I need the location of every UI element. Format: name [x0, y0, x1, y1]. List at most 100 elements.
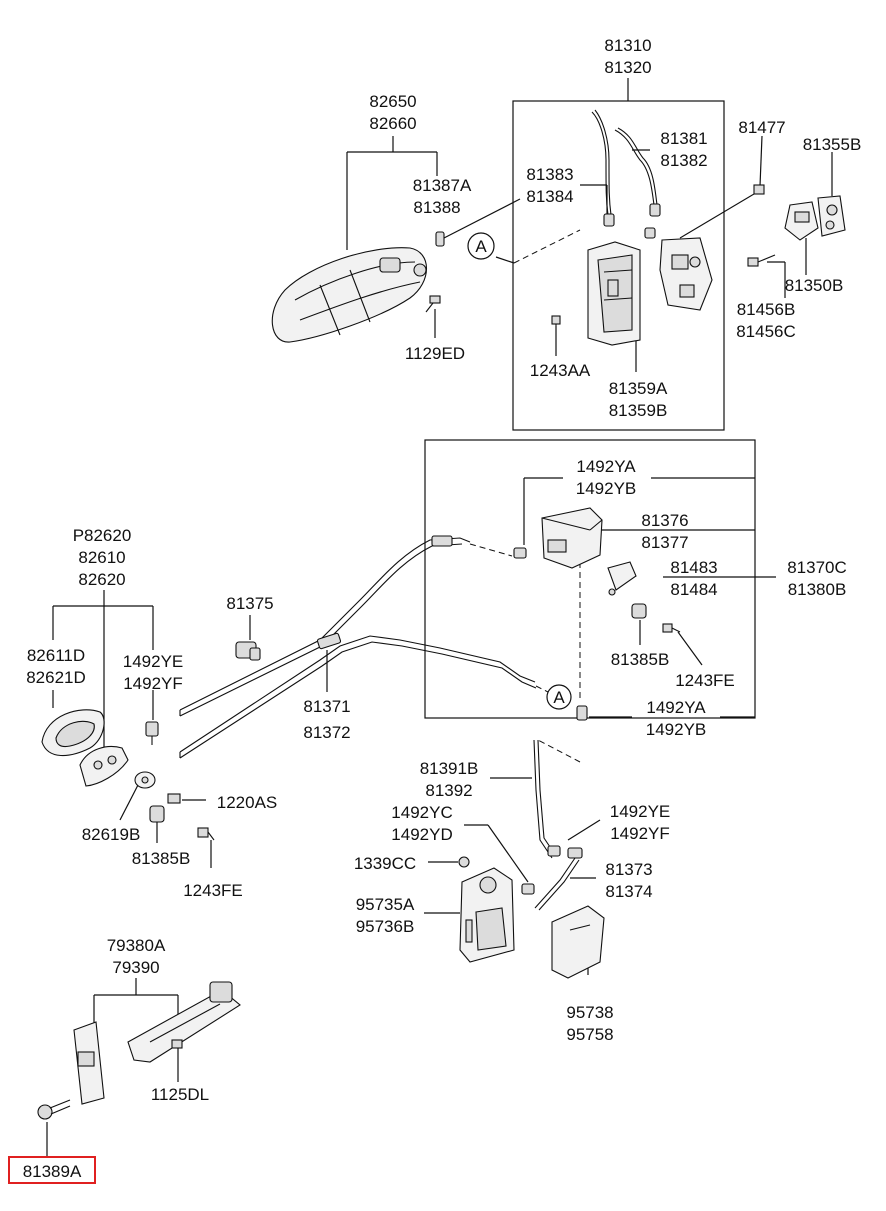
- inside-handle-bezel: [41, 709, 105, 757]
- label-marker-a-bottom: A: [553, 688, 565, 707]
- label-81320: 81320: [604, 58, 651, 77]
- rod-dash-1: [469, 543, 513, 557]
- label-79380a: 79380A: [107, 936, 166, 955]
- label-81374: 81374: [605, 882, 652, 901]
- connector-marker-a-bottom: [546, 684, 572, 710]
- lock-actuator: [659, 237, 713, 311]
- label-marker-a-top: A: [475, 237, 487, 256]
- label-82611d: 82611D: [27, 646, 85, 665]
- striker-81355b: [817, 195, 846, 237]
- label-81384: 81384: [526, 187, 573, 206]
- label-81382: 81382: [660, 151, 707, 170]
- label-1243fe-left: 1243FE: [183, 881, 243, 900]
- label-81381: 81381: [660, 129, 707, 148]
- label-81310: 81310: [604, 36, 651, 55]
- label-82619b: 82619B: [82, 825, 141, 844]
- washer-82619b: [134, 771, 156, 789]
- label-1492yf-left: 1492YF: [123, 674, 183, 693]
- label-81387a: 81387A: [413, 176, 472, 195]
- lock-rods-81371: [179, 535, 537, 759]
- label-81359b: 81359B: [609, 401, 668, 420]
- label-1339cc: 1339CC: [354, 854, 416, 873]
- highlight-box-81389a: [8, 1156, 96, 1184]
- bushing-81385b: [631, 603, 647, 619]
- bolt-81389a: [37, 1099, 71, 1120]
- label-82610: 82610: [78, 548, 125, 567]
- nut-1339cc: [458, 856, 470, 868]
- latch-95735a: [459, 867, 515, 963]
- label-81477: 81477: [738, 118, 785, 137]
- clip-1492ya-lower: [576, 705, 588, 721]
- label-1492yb-bottom: 1492YB: [646, 720, 707, 739]
- label-81371: 81371: [303, 697, 350, 716]
- label-82620: 82620: [78, 570, 125, 589]
- latch-group-frame: [512, 100, 725, 431]
- screw-1220as: [167, 793, 181, 804]
- label-1220as: 1220AS: [217, 793, 278, 812]
- label-81373: 81373: [605, 860, 652, 879]
- label-81391b: 81391B: [420, 759, 479, 778]
- clip-1492yc: [521, 883, 535, 895]
- label-81388: 81388: [413, 198, 460, 217]
- label-95738: 95738: [566, 1003, 613, 1022]
- label-95736b: 95736B: [356, 917, 415, 936]
- label-1492ya-bottom: 1492YA: [646, 698, 706, 717]
- label-1243fe-right: 1243FE: [675, 671, 735, 690]
- rod-clip-81375: [235, 641, 261, 661]
- rod-81391b: [533, 739, 561, 859]
- rod-dash-4: [537, 739, 581, 763]
- screw-1243aa: [551, 315, 561, 326]
- label-1492yd: 1492YD: [391, 825, 452, 844]
- label-79390: 79390: [112, 958, 159, 977]
- label-1492yf-right: 1492YF: [610, 824, 670, 843]
- screw-1243fe-left: [197, 827, 215, 841]
- label-1492ya-top: 1492YA: [576, 457, 636, 476]
- clip-1492ye-left: [145, 721, 159, 745]
- screw-81477: [679, 184, 765, 239]
- label-81484: 81484: [670, 580, 717, 599]
- connector-marker-a-top: [467, 232, 495, 260]
- label-81350b: 81350B: [785, 276, 844, 295]
- label-81372: 81372: [303, 723, 350, 742]
- bracket-81350b: [784, 201, 819, 241]
- label-1243aa: 1243AA: [530, 361, 591, 380]
- label-1492ye-right: 1492YE: [610, 802, 671, 821]
- part-labels: 81310 81320 82650 82660 81381 81382 8147…: [23, 36, 862, 1181]
- outside-handle: [271, 247, 427, 343]
- label-81383: 81383: [526, 165, 573, 184]
- inside-handle-82610: [79, 746, 129, 787]
- label-82650: 82650: [369, 92, 416, 111]
- door-latch-assembly: [587, 241, 641, 346]
- label-1125dl: 1125DL: [151, 1085, 209, 1104]
- label-81389a: 81389A: [23, 1162, 82, 1181]
- label-81380b: 81380B: [788, 580, 847, 599]
- screw-1243fe-right: [662, 623, 681, 633]
- label-81392: 81392: [425, 781, 472, 800]
- label-82660: 82660: [369, 114, 416, 133]
- label-1492ye-left: 1492YE: [123, 652, 184, 671]
- latch-rods: [591, 109, 661, 239]
- rod-group-frame: [424, 439, 756, 719]
- door-checker: [73, 981, 241, 1105]
- screw-1129ed: [425, 295, 441, 313]
- label-81456c: 81456C: [736, 322, 796, 341]
- actuator-cover-81376: [513, 507, 603, 569]
- rod-81373: [534, 847, 583, 911]
- lever-81483: [607, 561, 637, 596]
- leader-lines: [46, 78, 833, 1157]
- label-1492yc: 1492YC: [391, 803, 452, 822]
- label-95735a: 95735A: [356, 895, 415, 914]
- label-95758: 95758: [566, 1025, 613, 1044]
- label-1129ed: 1129ED: [405, 344, 465, 363]
- label-81483: 81483: [670, 558, 717, 577]
- rod-dash-2: [535, 685, 549, 693]
- label-p82620: P82620: [73, 526, 132, 545]
- bushing-81385b-left: [149, 805, 165, 823]
- label-81376: 81376: [641, 511, 688, 530]
- label-81456b: 81456B: [737, 300, 796, 319]
- label-1492yb-top: 1492YB: [576, 479, 637, 498]
- label-81385b-left: 81385B: [132, 849, 191, 868]
- screw-81456b: [747, 254, 776, 267]
- label-81375: 81375: [226, 594, 273, 613]
- label-81377: 81377: [641, 533, 688, 552]
